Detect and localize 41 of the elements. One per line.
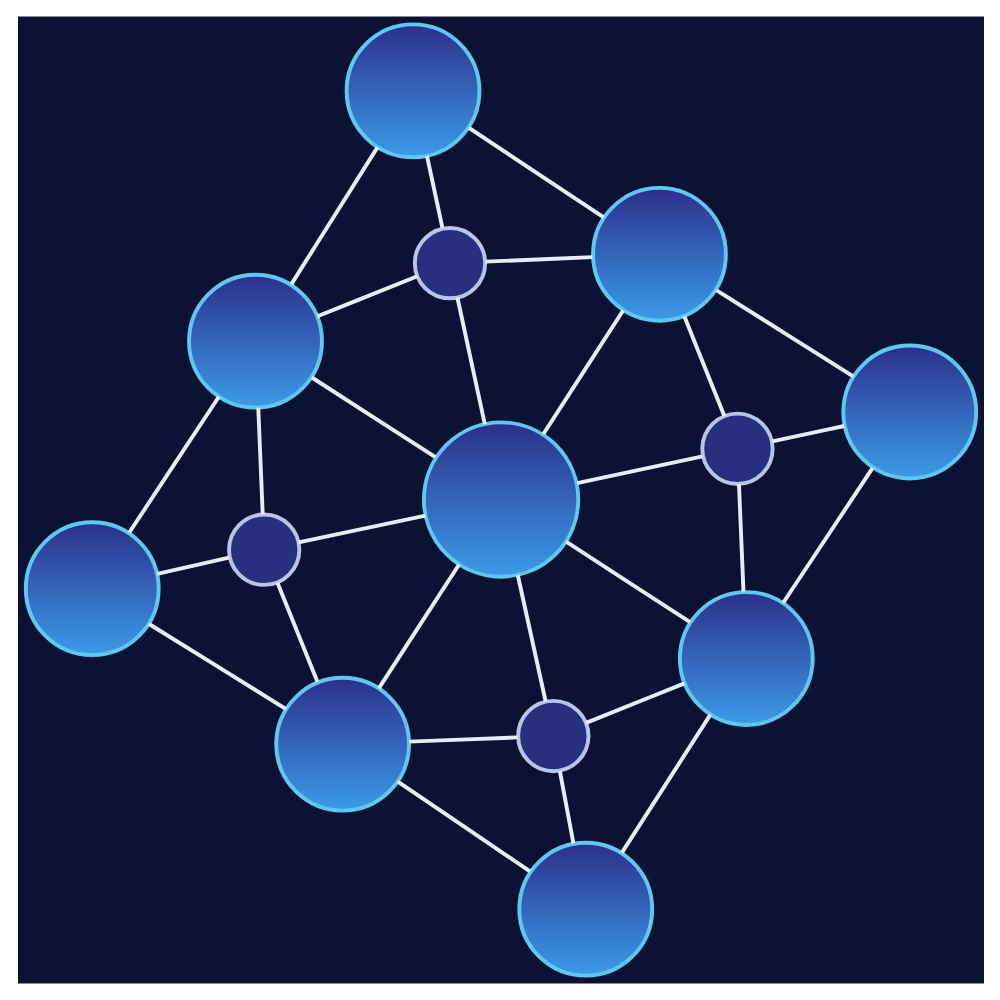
connector xyxy=(255,407,264,515)
connector xyxy=(454,297,486,425)
connector xyxy=(584,681,685,725)
node-circle xyxy=(516,840,654,978)
node-circle xyxy=(515,698,590,774)
connector xyxy=(424,155,444,229)
connector xyxy=(147,622,287,711)
node-circle xyxy=(411,226,487,301)
connector xyxy=(297,513,425,545)
connector xyxy=(514,574,547,702)
connector xyxy=(564,540,691,624)
node-circle xyxy=(186,272,323,410)
connector xyxy=(274,581,319,683)
connector xyxy=(288,146,379,286)
node-circle xyxy=(590,185,727,323)
node-circle xyxy=(676,590,814,727)
node-circle xyxy=(226,512,301,587)
connector xyxy=(714,288,854,378)
connector xyxy=(619,713,712,854)
connector xyxy=(556,770,575,844)
connector xyxy=(770,424,844,444)
node-circle xyxy=(22,520,160,658)
connector xyxy=(681,315,726,417)
connector xyxy=(315,274,418,319)
node-circle xyxy=(420,420,580,579)
connector xyxy=(780,466,874,604)
connector xyxy=(126,395,220,534)
node-circle xyxy=(343,22,481,160)
node-circle xyxy=(699,411,774,486)
connector xyxy=(376,563,460,690)
node-circle xyxy=(840,343,978,481)
connector xyxy=(484,255,592,264)
connector xyxy=(309,375,436,459)
connector xyxy=(408,735,517,744)
connector xyxy=(540,309,624,436)
connector xyxy=(466,126,604,219)
connector xyxy=(155,555,229,576)
node-circle xyxy=(273,675,411,813)
connector xyxy=(575,454,702,486)
connector xyxy=(395,780,531,873)
connector xyxy=(736,484,745,592)
